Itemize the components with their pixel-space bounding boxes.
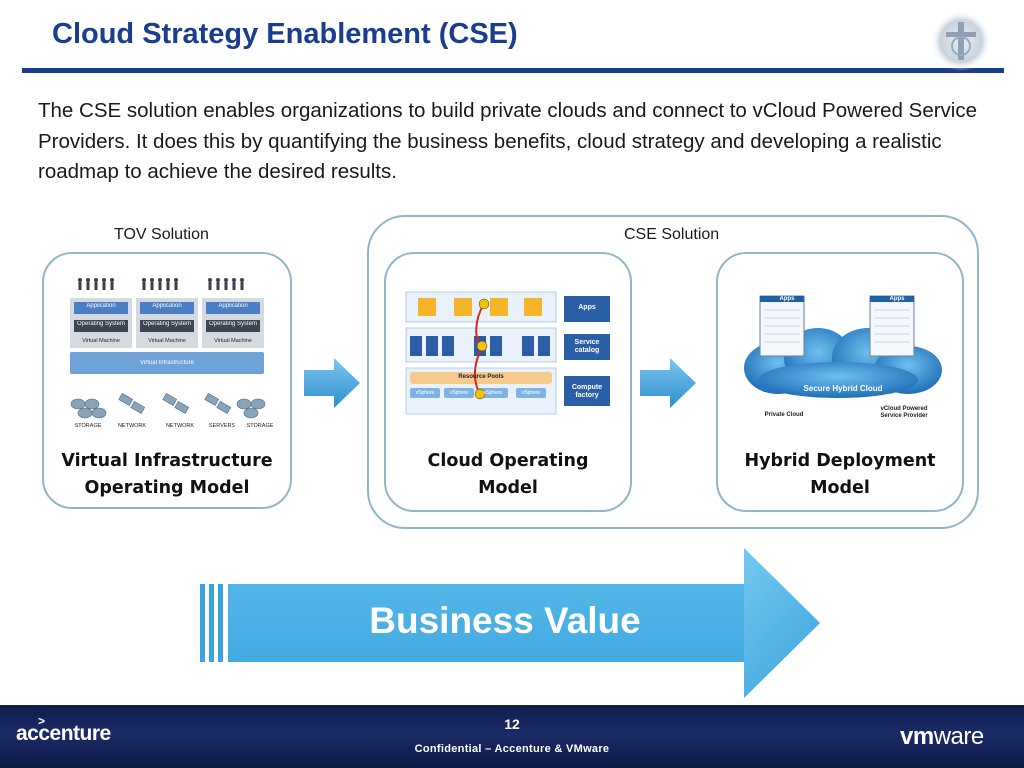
card-caption: Hybrid Deployment Model [718,448,962,502]
storage-label: STORAGE [246,423,274,429]
compute-factory-label: Compute factory [571,384,603,399]
apps-label: Apps [578,304,596,311]
operating-system-label: Operating System [142,321,192,327]
tov-solution-label: TOV Solution [114,226,209,243]
users-icon [78,278,244,290]
servers-label: SERVERS [208,423,236,429]
card-caption: Virtual Infrastructure Operating Model [44,448,290,502]
operating-system-label: Operating System [208,321,258,327]
service-catalog-label: Service catalog [574,339,600,354]
vsphere-label: vSphere [415,390,435,396]
secure-hybrid-cloud-label: Secure Hybrid Cloud [803,384,883,393]
business-value-arrow [200,548,820,698]
cloud-operating-diagram [405,291,610,415]
network-label: NETWORK [165,423,195,429]
accenture-logo: accenture [16,722,111,745]
network-label: NETWORK [117,423,147,429]
page-title: Cloud Strategy Enablement (CSE) [52,18,518,50]
accenture-chevron-icon: > [38,714,46,728]
caption-line: Model [810,478,870,498]
footer-bar [0,705,1024,768]
operating-system-label: Operating System [76,321,126,327]
virtual-infrastructure-diagram [70,278,266,419]
apps-label: Apps [779,296,795,302]
private-cloud-label: Private Cloud [764,412,804,418]
vsphere-label: vSphere [449,390,469,396]
cse-solution-label: CSE Solution [624,226,720,243]
virtual-infrastructure-bar-label: Virtual Infrastructure [140,360,194,366]
business-value-label: Business Value [369,600,641,641]
caption-line: Operating Model [84,478,250,498]
service-provider-label: vCloud Powered Service Provider [880,406,928,419]
virtual-machine-label: Virtual Machine [82,338,120,344]
card-caption: Cloud Operating Model [386,448,630,502]
virtual-infrastructure-card: Application Application Application Oper… [42,252,292,509]
title-divider [22,68,1004,73]
vmware-logo: vmware [900,723,984,751]
emblem-icon [931,11,991,71]
virtual-machine-label: Virtual Machine [214,338,252,344]
vsphere-label: vSphere [483,390,503,396]
caption-line: Cloud Operating [427,451,589,471]
intro-paragraph: The CSE solution enables organizations t… [38,99,977,183]
application-label: Application [218,303,248,309]
hybrid-deployment-card: Apps Apps Secure Hybrid Cloud Private Cl… [716,252,964,512]
caption-line: Model [478,478,538,498]
caption-line: Virtual Infrastructure [61,451,273,471]
right-arrow-icon [304,358,360,408]
vmware-logo-ware: ware [933,723,985,750]
storage-label: STORAGE [74,423,102,429]
hybrid-cloud-diagram [744,295,942,398]
virtual-machine-label: Virtual Machine [148,338,186,344]
cloud-operating-card: Apps Service catalog Compute factory Res… [384,252,632,512]
application-label: Application [152,303,182,309]
page-number: 12 [504,716,520,732]
vmware-logo-vm: vm [900,723,934,750]
caption-line: Hybrid Deployment [744,451,936,471]
application-label: Application [86,303,116,309]
resource-pools-label: Resource Pools [458,374,504,380]
right-arrow-icon [640,358,696,408]
apps-label: Apps [889,296,905,302]
confidential-notice: Confidential – Accenture & VMware [414,743,610,755]
vsphere-label: vSphere [521,390,541,396]
